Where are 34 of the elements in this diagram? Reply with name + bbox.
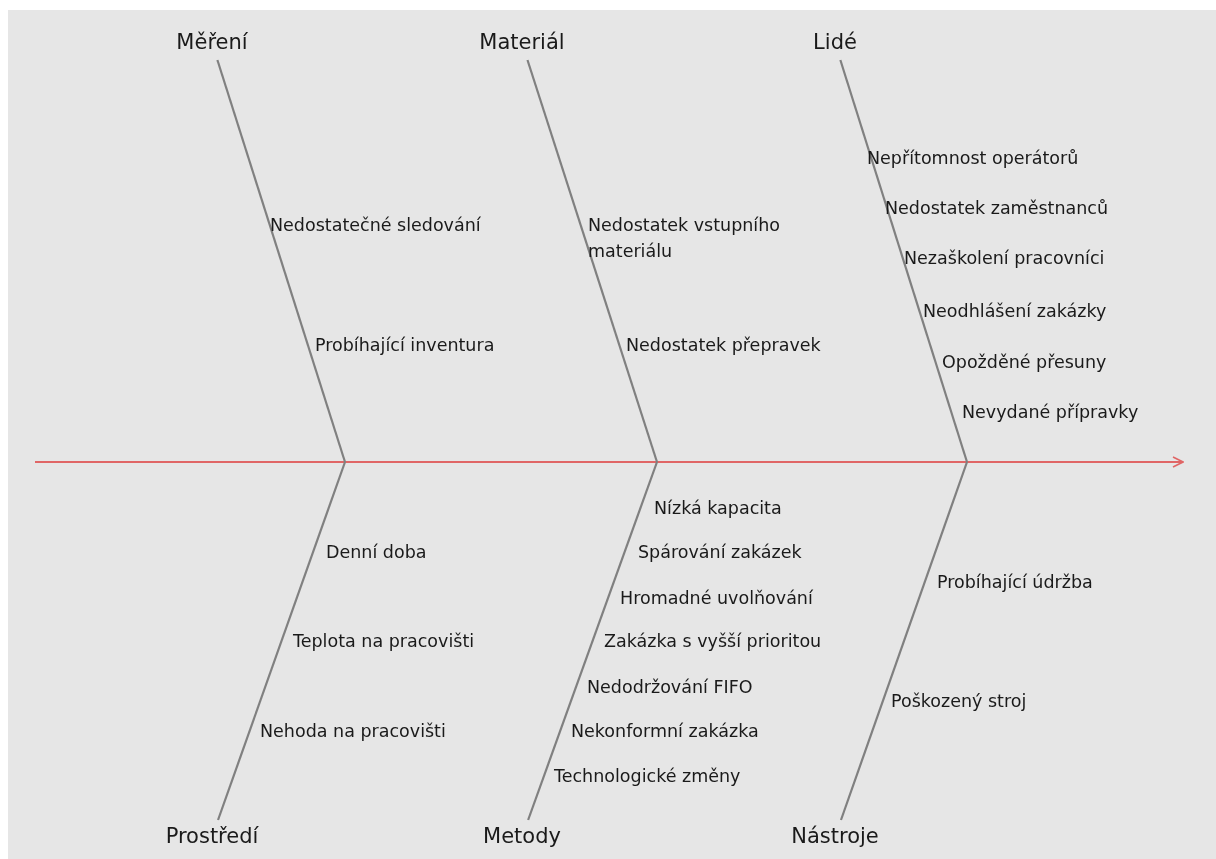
category-label: Měření xyxy=(170,26,254,60)
cause-label: Probíhající inventura xyxy=(315,334,495,357)
cause-label: Zakázka s vyšší prioritou xyxy=(604,630,822,653)
category-label: Metody xyxy=(477,820,567,854)
bone-line xyxy=(217,461,347,821)
cause-label: Poškozený stroj xyxy=(891,690,1027,713)
cause-label: Nedostatek přepravek xyxy=(626,334,821,357)
cause-label: Nedodržování FIFO xyxy=(587,676,753,699)
category-label: Nástroje xyxy=(785,820,885,854)
cause-label: Hromadné uvolňování xyxy=(620,587,813,610)
category-label: Materiál xyxy=(473,26,571,60)
cause-label: Neodhlášení zakázky xyxy=(923,300,1107,323)
bone-line xyxy=(216,59,347,463)
category-label: Lidé xyxy=(807,26,863,60)
cause-label: Denní doba xyxy=(326,541,427,564)
cause-label: Opožděné přesuny xyxy=(942,351,1107,374)
cause-label: Nízká kapacita xyxy=(654,497,782,520)
cause-label: Nedostatek vstupního materiálu xyxy=(588,214,781,263)
cause-label: Nekonformní zakázka xyxy=(571,720,759,743)
cause-label: Probíhající údržba xyxy=(937,571,1093,594)
cause-label: Nepřítomnost operátorů xyxy=(867,147,1079,170)
bone-line xyxy=(839,461,969,821)
category-label: Prostředí xyxy=(159,820,265,854)
bone-line xyxy=(839,59,969,463)
bone-line xyxy=(527,461,659,821)
bone-line xyxy=(526,59,659,463)
cause-label: Nezaškolení pracovníci xyxy=(904,247,1105,270)
cause-label: Nedostatek zaměstnanců xyxy=(885,197,1109,220)
cause-label: Nehoda na pracovišti xyxy=(260,720,446,743)
cause-label: Nevydané přípravky xyxy=(962,401,1139,424)
cause-label: Technologické změny xyxy=(554,765,741,788)
cause-label: Spárování zakázek xyxy=(638,541,802,564)
cause-label: Nedostatečné sledování xyxy=(270,214,481,237)
cause-label: Teplota na pracovišti xyxy=(293,630,475,653)
